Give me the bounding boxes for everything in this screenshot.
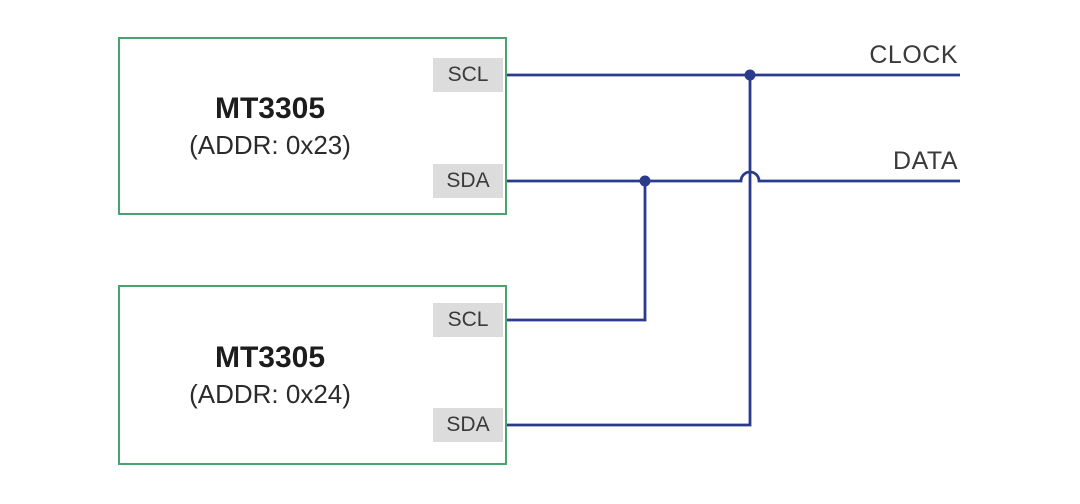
chip-text-block: MT3305 (ADDR: 0x24) [120,339,505,411]
chip-title: MT3305 [214,341,326,374]
chip-title: MT3305 [214,92,326,125]
junction-dot-clock [744,69,756,81]
chip1-pin-scl: SCL [433,58,503,92]
wire-branch-to-chip2-scl [507,181,647,322]
chip2-pin-sda: SDA [433,408,503,442]
junction-dot-data [639,175,651,187]
chip1-pin-sda: SDA [433,164,503,198]
chip-address: (ADDR: 0x23) [189,130,351,160]
chip-address: (ADDR: 0x24) [189,379,351,409]
wire-branch-to-chip2-sda [507,75,752,427]
chip-text-block: MT3305 (ADDR: 0x23) [120,90,505,162]
data-bus-label: DATA [893,147,958,175]
clock-bus-label: CLOCK [869,41,958,69]
chip2-pin-scl: SCL [433,303,503,337]
